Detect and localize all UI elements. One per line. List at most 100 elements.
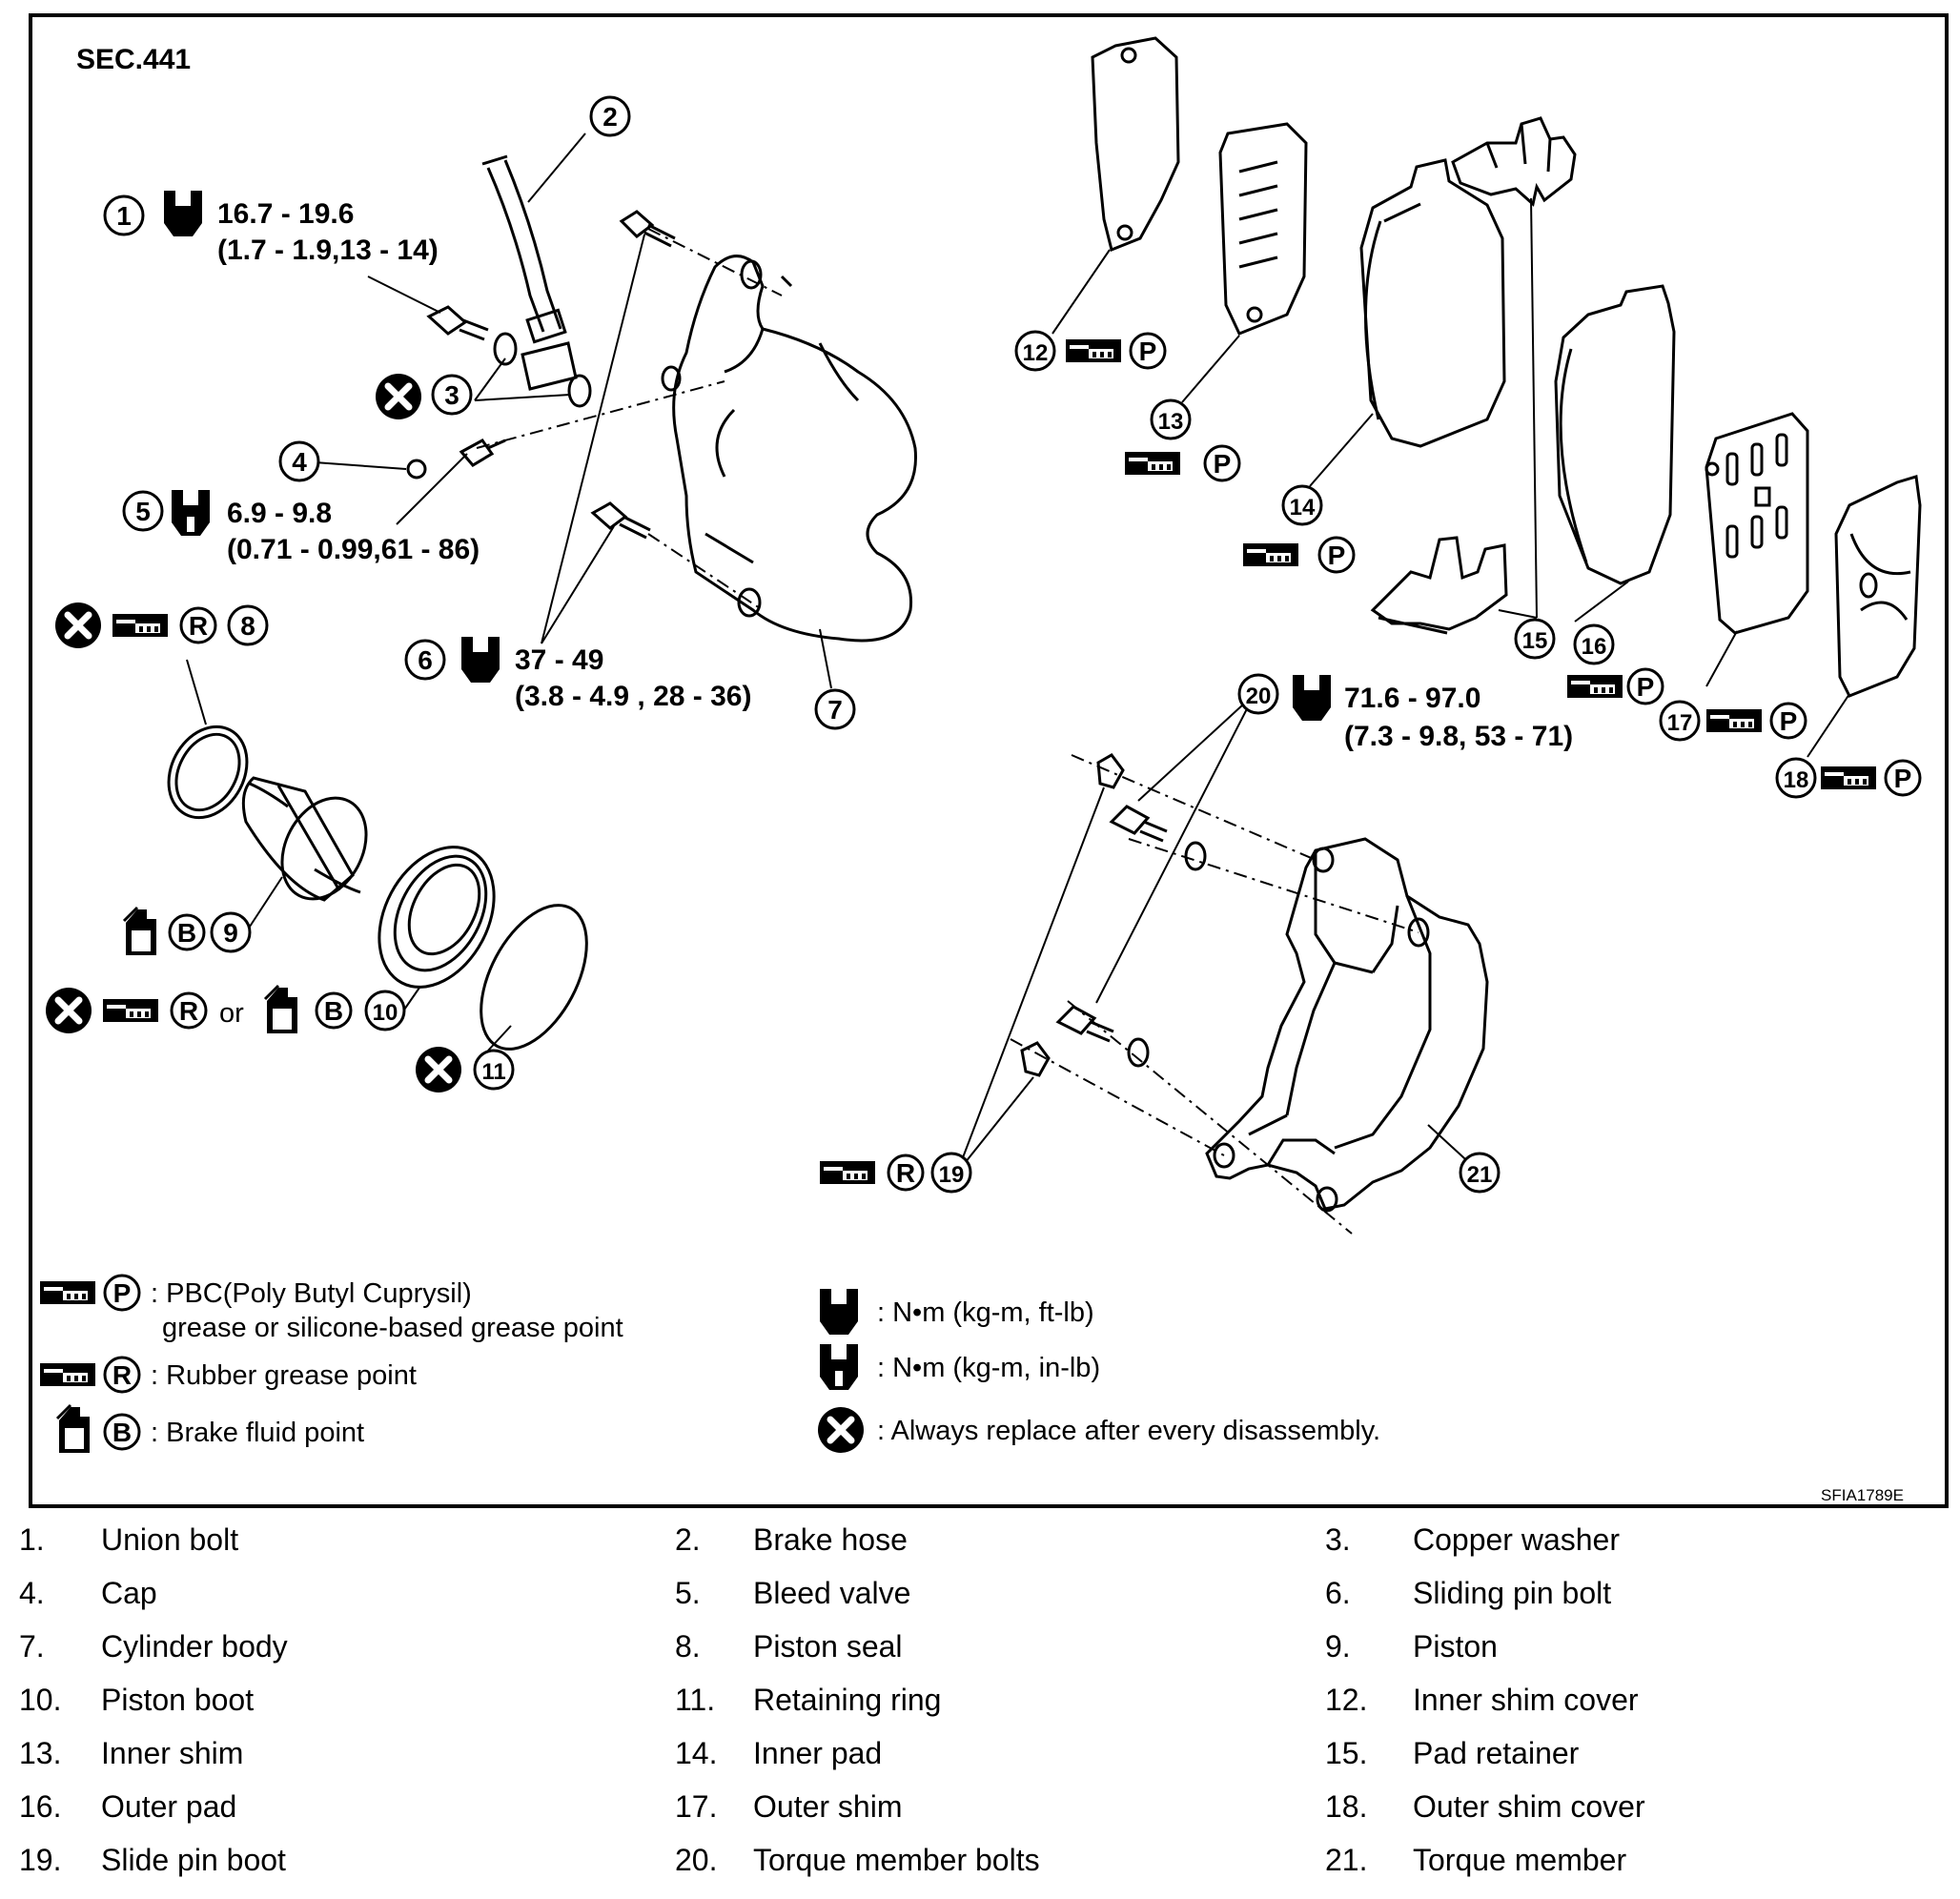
part-number: 15.	[1325, 1736, 1368, 1770]
part-name: Cylinder body	[101, 1629, 288, 1664]
outer-shim-drawing	[1705, 412, 1809, 635]
legend-pbc-line1: : PBC(Poly Butyl Cuprysil)	[151, 1278, 472, 1309]
outer-shim-cover-drawing	[1834, 475, 1922, 698]
pbc-grease-symbol: P	[1894, 764, 1912, 793]
cylinder-body-drawing	[661, 255, 917, 643]
part-name: Outer shim	[753, 1789, 903, 1824]
part-name: Slide pin boot	[101, 1843, 286, 1877]
grease-icon	[1243, 543, 1298, 566]
torque-20-nm: 71.6 - 97.0	[1344, 683, 1480, 714]
rubber-grease-symbol: R	[179, 996, 198, 1026]
piston-boot-drawing	[378, 846, 496, 989]
torque-ft-lb-icon	[461, 637, 500, 683]
or-label: or	[219, 998, 244, 1029]
part-number: 20.	[675, 1843, 718, 1877]
pad-retainer-top-drawing	[1451, 116, 1577, 207]
part-number: 4.	[19, 1576, 45, 1610]
legend-brake-fluid: : Brake fluid point	[151, 1418, 364, 1448]
pbc-grease-symbol: P	[1780, 706, 1798, 736]
copper-washer-2	[567, 374, 592, 408]
part-number: 18.	[1325, 1789, 1368, 1824]
callout-17: 17	[1667, 710, 1693, 736]
torque-6-alt: (3.8 - 4.9 , 28 - 36)	[515, 681, 751, 712]
part-name: Retaining ring	[753, 1683, 942, 1717]
part-number: 13.	[19, 1736, 62, 1770]
pbc-grease-symbol: P	[113, 1278, 132, 1308]
part-number: 7.	[19, 1629, 45, 1664]
part-number: 3.	[1325, 1522, 1351, 1557]
grease-icon	[1567, 675, 1623, 698]
sliding-pin-bolt-upper	[619, 210, 676, 248]
part-number: 10.	[19, 1683, 62, 1717]
grease-icon	[1125, 452, 1180, 475]
part-name: Outer shim cover	[1413, 1789, 1645, 1824]
grease-icon	[1706, 709, 1762, 732]
pbc-grease-symbol: P	[1328, 541, 1346, 570]
callout-15: 15	[1522, 628, 1548, 654]
part-number: 8.	[675, 1629, 701, 1664]
part-name: Brake hose	[753, 1522, 908, 1557]
part-number: 5.	[675, 1576, 701, 1610]
brake-fluid-icon	[122, 906, 158, 957]
brake-hose-drawing	[481, 154, 578, 391]
part-name: Piston	[1413, 1629, 1498, 1664]
torque-20-alt: (7.3 - 9.8, 53 - 71)	[1344, 721, 1573, 752]
part-name: Copper washer	[1413, 1522, 1620, 1557]
part-name: Piston seal	[753, 1629, 903, 1664]
callout-11: 11	[481, 1059, 505, 1085]
inner-pad-drawing	[1359, 158, 1506, 448]
exploded-view-diagram: SEC.441	[40, 36, 1922, 1504]
part-number: 16.	[19, 1789, 62, 1824]
piston-seal-drawing	[167, 725, 249, 820]
inner-shim-drawing	[1218, 122, 1308, 336]
callout-8: 8	[240, 611, 255, 641]
callout-6: 6	[418, 645, 433, 675]
rubber-grease-symbol: R	[112, 1360, 132, 1390]
piston-drawing	[241, 776, 368, 902]
brake-fluid-symbol: B	[112, 1418, 132, 1447]
part-number: 1.	[19, 1522, 45, 1557]
union-bolt-drawing	[426, 305, 489, 341]
slide-pin-boot-upper	[1096, 753, 1125, 789]
part-number: 2.	[675, 1522, 701, 1557]
part-name: Outer pad	[101, 1789, 237, 1824]
diagram-frame	[29, 13, 1949, 1508]
retaining-ring-drawing	[480, 904, 588, 1051]
part-name: Piston boot	[101, 1683, 255, 1717]
legend-pbc-line2: grease or silicone-based grease point	[162, 1313, 623, 1343]
part-number: 19.	[19, 1843, 62, 1877]
brake-fluid-symbol: B	[324, 996, 343, 1026]
figure-code: SFIA1789E	[1821, 1486, 1904, 1504]
torque-ft-lb-icon	[164, 191, 202, 236]
rubber-grease-symbol: R	[189, 611, 208, 641]
callout-5: 5	[135, 497, 151, 526]
pad-retainer-bottom-drawing	[1370, 536, 1508, 635]
torque-1-nm: 16.7 - 19.6	[217, 198, 354, 230]
part-name: Union bolt	[101, 1522, 239, 1557]
torque-member-drawing	[1205, 837, 1489, 1213]
rubber-grease-symbol: R	[896, 1158, 915, 1188]
callout-7: 7	[827, 695, 843, 725]
callout-20: 20	[1246, 684, 1272, 709]
callout-14: 14	[1290, 495, 1316, 521]
part-name: Inner shim	[101, 1736, 244, 1770]
grease-icon	[112, 614, 168, 637]
callout-18: 18	[1784, 767, 1809, 793]
part-name: Sliding pin bolt	[1413, 1576, 1612, 1610]
torque-member-bolt-lower	[1055, 1005, 1150, 1068]
legend-nm-inlb: : N•m (kg-m, in-lb)	[877, 1353, 1100, 1383]
part-name: Torque member	[1413, 1843, 1627, 1877]
part-name: Bleed valve	[753, 1576, 911, 1610]
part-number: 12.	[1325, 1683, 1368, 1717]
copper-washer-1	[493, 332, 518, 366]
outer-pad-drawing	[1554, 284, 1676, 585]
part-number: 9.	[1325, 1629, 1351, 1664]
replace-icon	[376, 374, 421, 419]
slide-pin-boot-lower	[1020, 1041, 1051, 1077]
brake-fluid-symbol: B	[177, 918, 196, 948]
part-name: Inner pad	[753, 1736, 883, 1770]
replace-icon	[416, 1047, 461, 1092]
section-label: SEC.441	[76, 44, 191, 75]
legend-rubber: : Rubber grease point	[151, 1360, 417, 1391]
torque-in-lb-icon	[820, 1344, 858, 1390]
